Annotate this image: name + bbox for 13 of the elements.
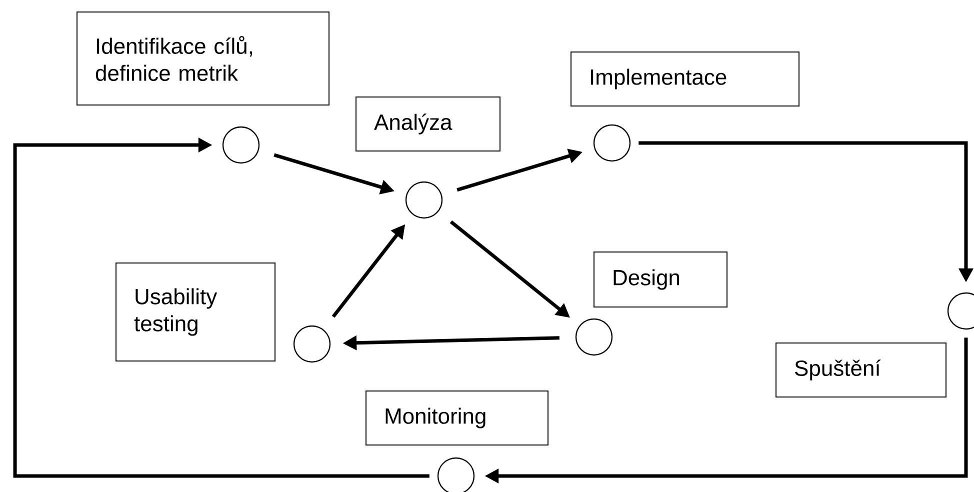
label-box: Usability testing [116, 262, 276, 362]
label-box: Identifikace cílů, definice metrik [76, 12, 330, 106]
label-box: Monitoring [366, 390, 548, 446]
circle-node [222, 126, 260, 164]
label-box: Analýza [356, 96, 500, 152]
arrow [13, 137, 430, 478]
circle-node [593, 124, 631, 162]
circle-node [293, 325, 331, 363]
circle-node [405, 181, 443, 219]
label-box: Spuštění [776, 342, 946, 398]
label-box: Implementace [570, 52, 800, 106]
label-box: Design [594, 252, 728, 308]
circle-node [575, 318, 613, 356]
